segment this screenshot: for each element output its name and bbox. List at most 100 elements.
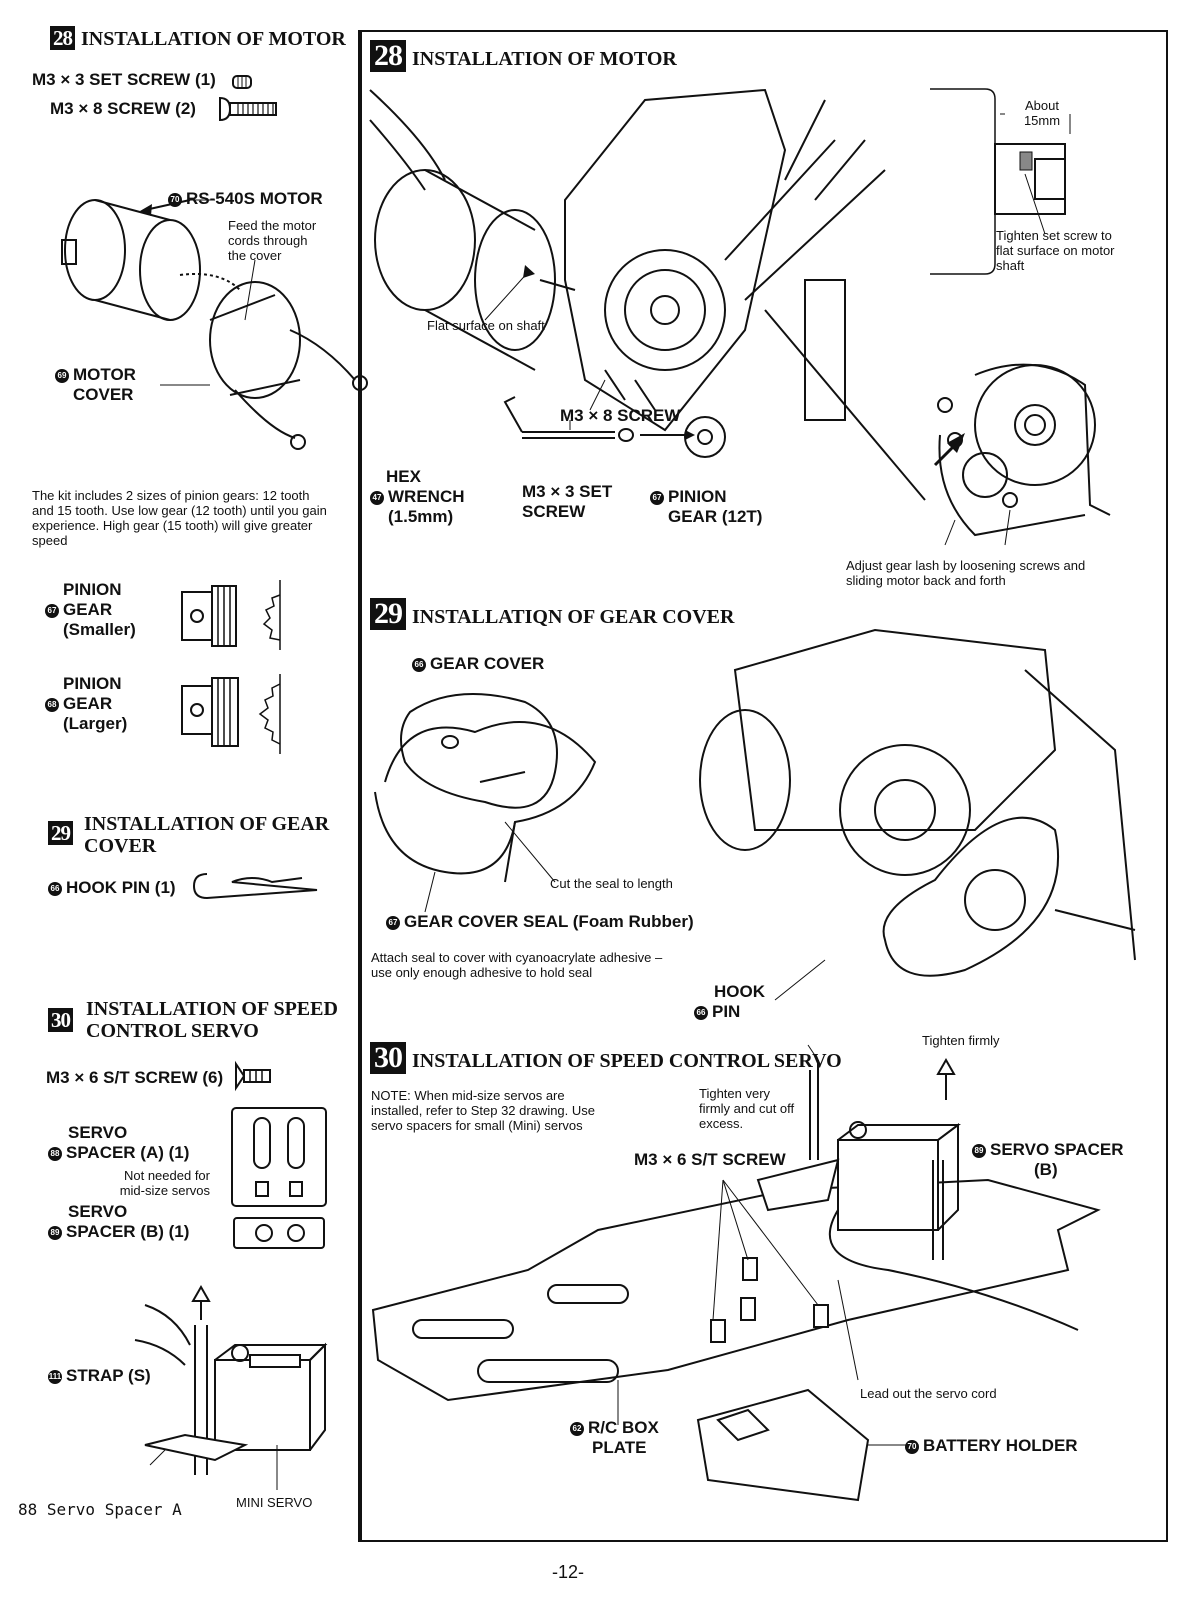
part-label: HOOK	[714, 982, 765, 1001]
motor-installation-illustration	[369, 88, 926, 501]
step-title: INSTALLATION OF SPEED CONTROL SERVO	[412, 1050, 842, 1072]
pinion-large-label: PINION 68 GEAR (Larger)	[45, 674, 127, 734]
part-label: M3 × 6 S/T SCREW (6)	[46, 1068, 224, 1087]
servo-installation-illustration	[371, 1044, 1101, 1502]
step-title: INSTALLATION OF GEAR	[84, 813, 330, 835]
part-label: PINION	[63, 674, 122, 693]
tighten-firmly-note: Tighten firmly	[922, 1033, 1000, 1048]
st-screw-icon	[235, 1060, 271, 1092]
column-divider	[358, 30, 360, 1542]
m3x8-screw-callout: M3 × 8 SCREW	[560, 406, 681, 425]
gear-lash-detail-illustration	[933, 363, 1111, 546]
gear-cover-installation-illustration	[699, 628, 1136, 1001]
part-label: GEAR COVER	[430, 654, 545, 673]
strap-mini-servo-illustration	[134, 1284, 328, 1490]
part-number-badge: 69	[55, 368, 69, 383]
part-label: HOOK PIN (1)	[66, 878, 176, 897]
part-number-badge: 89	[972, 1143, 986, 1158]
part-label: SERVO SPACER	[990, 1140, 1124, 1159]
part-label: BATTERY HOLDER	[923, 1436, 1078, 1455]
part-label: SCREW	[522, 502, 586, 521]
part-number-badge: 89	[48, 1225, 62, 1240]
set-screw-detail-illustration	[930, 88, 1071, 275]
part-m3x8-screw: M3 × 8 SCREW (2)	[50, 99, 196, 119]
part-number-badge: 66	[694, 1005, 708, 1020]
screw-icon	[219, 96, 277, 122]
gear-cover-seal-illustration	[374, 693, 597, 913]
part-label: RS-540S MOTOR	[186, 189, 323, 208]
part-number-badge: 70	[168, 192, 182, 207]
part-label: COVER	[73, 385, 134, 404]
step-number-badge: 30	[48, 1008, 73, 1032]
step-number-badge: 28	[370, 40, 406, 72]
left-step29-heading: 29 INSTALLATION OF GEAR COVER	[48, 813, 329, 857]
part-label: WRENCH	[388, 487, 465, 506]
part-label: R/C BOX	[588, 1418, 659, 1437]
st-screw-callout: M3 × 6 S/T SCREW	[634, 1150, 786, 1169]
part-label: M3 × 3 SET	[522, 482, 613, 501]
pinion-kit-note: The kit includes 2 sizes of pinion gears…	[32, 488, 327, 548]
step-title: INSTALLATION OF MOTOR	[81, 28, 346, 50]
feed-cords-note: Feed the motor cords through the cover	[228, 218, 317, 263]
part-label: (Smaller)	[63, 620, 136, 639]
part-label: GEAR	[63, 694, 113, 713]
st-screw-part: M3 × 6 S/T SCREW (6)	[46, 1068, 223, 1088]
step-title: COVER	[84, 835, 157, 857]
step-title: INSTALLATION OF SPEED	[86, 998, 338, 1020]
step-number-badge: 29	[48, 821, 73, 845]
step-title: CONTROL SERVO	[86, 1020, 259, 1042]
part-label: STRAP (S)	[66, 1366, 151, 1385]
part-number-badge: 66	[412, 657, 426, 672]
footer-note: 88 Servo Spacer A	[18, 1500, 182, 1519]
part-label: SERVO	[68, 1202, 128, 1221]
part-label: GEAR COVER SEAL (Foam Rubber)	[404, 912, 694, 931]
part-label: (1.5mm)	[388, 507, 454, 526]
step-title: INSTALLATION OF MOTOR	[412, 48, 677, 70]
part-number-badge: 62	[570, 1421, 584, 1436]
part-label: SERVO	[68, 1123, 128, 1142]
left-step30-heading: 30 INSTALLATION OF SPEED CONTROL SERVO	[48, 998, 338, 1042]
hook-pin-part: 66 HOOK PIN (1)	[48, 878, 176, 898]
motor-cover-illustration	[61, 199, 368, 450]
hex-wrench-pinion-illustration	[503, 396, 726, 458]
tighten-set-screw-note: Tighten set screw to flat surface on mot…	[996, 228, 1115, 273]
part-label: (Larger)	[63, 714, 128, 733]
part-number-badge: 68	[45, 697, 59, 712]
not-needed-note: Not needed for mid-size servos	[119, 1168, 210, 1198]
adjust-gear-lash-note: Adjust gear lash by loosening screws and…	[846, 558, 1086, 588]
part-number-badge: 67	[650, 490, 664, 505]
pinion-gear-large-icon	[181, 674, 281, 754]
about-15mm-label: About 15mm	[1023, 98, 1061, 128]
part-label: SPACER (A) (1)	[66, 1143, 190, 1162]
part-label: M3 × 3 SET SCREW (1)	[32, 70, 216, 89]
pinion-gear-small-icon	[181, 580, 281, 650]
mid-size-servo-note: NOTE: When mid-size servos are installed…	[371, 1088, 596, 1133]
part-m3x3-set-screw: M3 × 3 SET SCREW (1)	[32, 70, 216, 90]
part-label: PIN	[712, 1002, 741, 1021]
motor-label: 70 RS-540S MOTOR	[168, 189, 323, 209]
attach-seal-note: Attach seal to cover with cyanoacrylate …	[371, 950, 663, 980]
step-title: INSTALLATIQN OF GEAR COVER	[412, 606, 735, 628]
cut-seal-note: Cut the seal to length	[550, 876, 673, 891]
step-number-badge: 30	[370, 1042, 406, 1074]
right-step28-heading: 28 INSTALLATION OF MOTOR	[370, 40, 677, 72]
part-label: GEAR (12T)	[668, 507, 763, 526]
hook-pin-icon	[192, 873, 318, 900]
part-number-badge: 67	[45, 603, 59, 618]
part-number-badge: 66	[48, 881, 62, 896]
lead-out-cord-note: Lead out the servo cord	[860, 1386, 997, 1401]
part-label: HEX	[386, 467, 421, 486]
tighten-very-firmly-note: Tighten very firmly and cut off excess.	[699, 1086, 795, 1131]
servo-spacers-illustration	[231, 1107, 327, 1249]
